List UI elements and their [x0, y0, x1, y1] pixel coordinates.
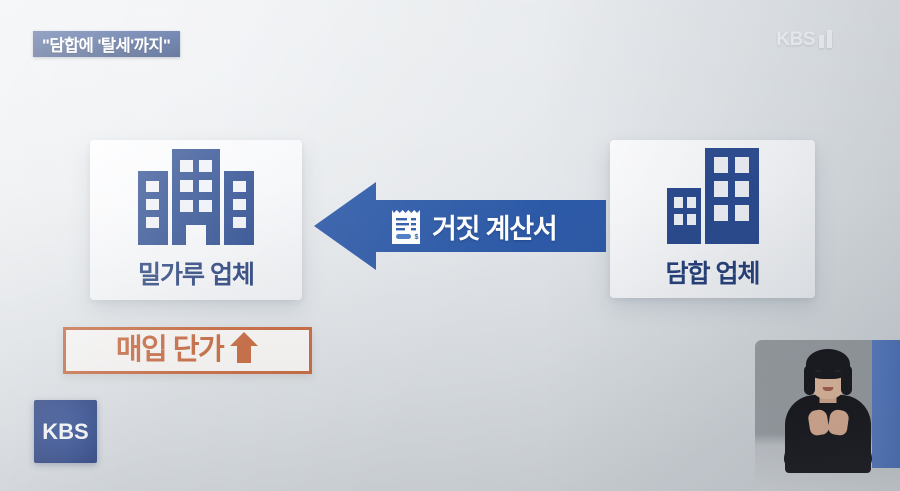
channel-watermark: KBS — [776, 30, 832, 49]
receipt-invoice-icon: $ — [390, 206, 422, 246]
channel-number-icon — [819, 30, 832, 49]
news-headline-banner: "담합에 '탈세'까지" — [33, 31, 181, 57]
purchase-price-badge: 매입 단가 — [63, 327, 312, 374]
interpreter-blue-band — [872, 340, 900, 468]
sign-language-interpreter — [755, 340, 900, 491]
news-headline-text: "담합에 '탈세'까지" — [42, 37, 171, 55]
kbs-corner-logo-text: KBS — [42, 418, 89, 444]
interpreter-hair-right — [840, 365, 852, 395]
panel-collusion-company-label: 담합 업체 — [665, 260, 761, 288]
purchase-price-label: 매입 단가 — [115, 334, 225, 366]
interpreter-eye-left — [814, 369, 821, 372]
three-buildings-icon — [136, 149, 256, 245]
flow-arrow-label: 거짓 계산서 — [432, 213, 558, 244]
panel-flour-company: 밀가루 업체 — [90, 140, 302, 300]
up-arrow-icon — [229, 331, 259, 369]
kbs-corner-logo: KBS — [34, 400, 97, 463]
channel-watermark-text: KBS — [776, 29, 815, 50]
interpreter-hair-left — [803, 365, 815, 395]
arrow-head — [314, 182, 376, 270]
interpreter-hand-left — [806, 408, 830, 437]
panel-collusion-company: 담합 업체 — [610, 140, 815, 298]
flow-arrow-false-invoice: $ 거짓 계산서 — [314, 182, 606, 270]
interpreter-hand-right — [826, 408, 850, 437]
panel-flour-company-label: 밀가루 업체 — [138, 261, 255, 289]
svg-text:$: $ — [415, 234, 419, 241]
two-buildings-icon — [665, 148, 761, 244]
interpreter-eye-right — [834, 369, 841, 372]
interpreter-torso — [784, 395, 871, 473]
